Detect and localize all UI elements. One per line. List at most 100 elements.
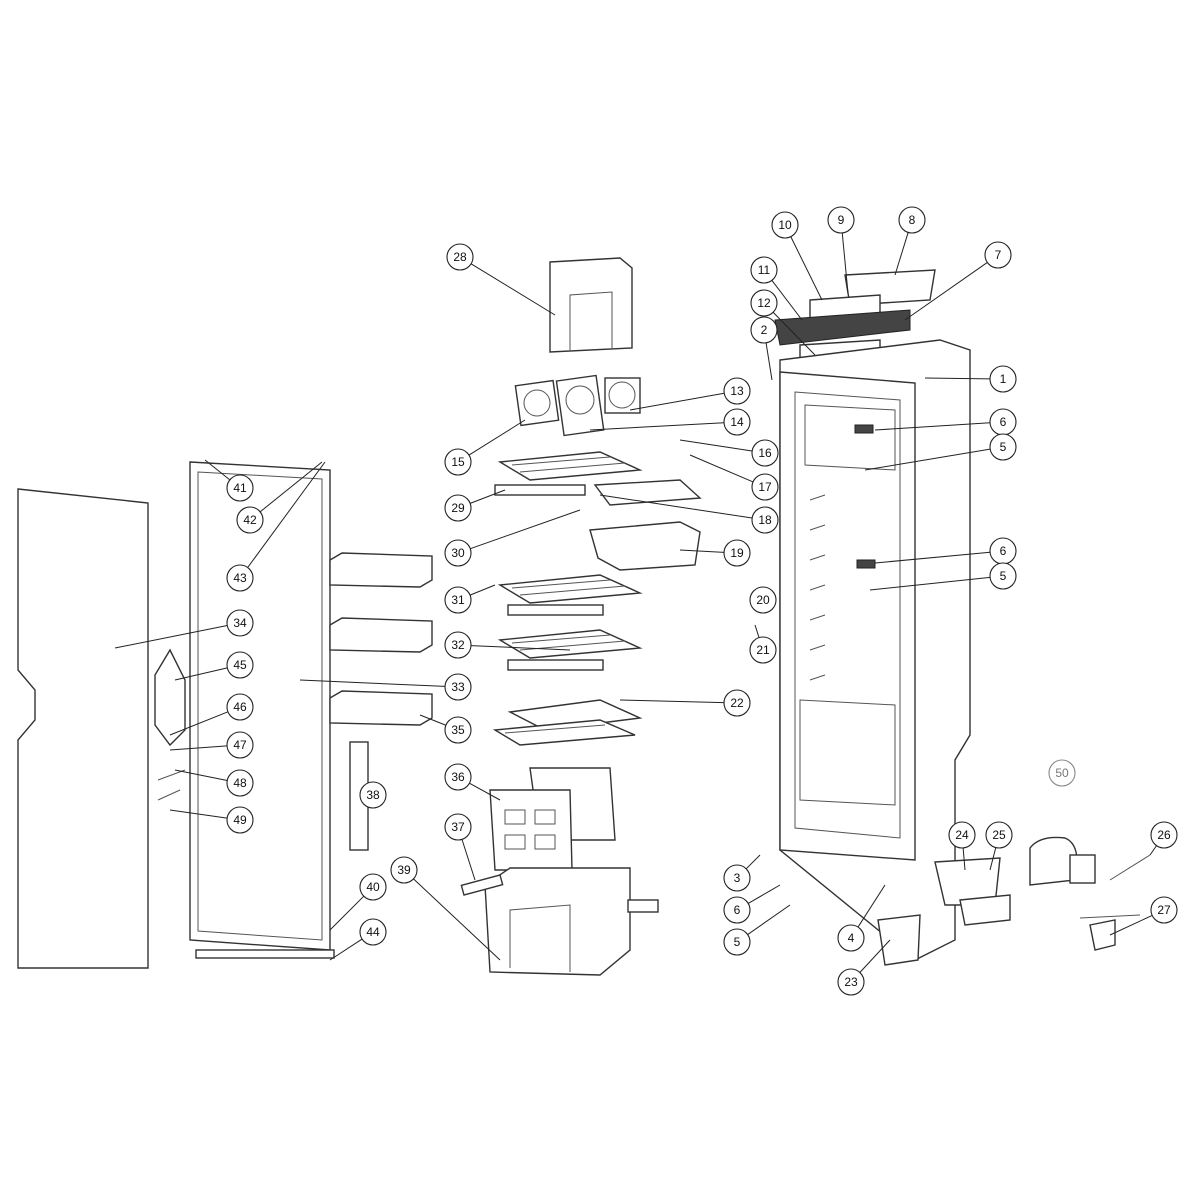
- callout-number: 47: [233, 738, 247, 752]
- fan-cover: [549, 257, 633, 353]
- callout-number: 7: [995, 248, 1002, 262]
- callout-16: 16: [751, 439, 779, 467]
- callout-circle: [723, 408, 751, 436]
- callout-circle: [1150, 896, 1178, 924]
- leader-line-35: [419, 714, 447, 726]
- callout-6: 6: [989, 408, 1017, 436]
- callout-29: 29: [444, 494, 472, 522]
- leader-line-22: [619, 699, 725, 704]
- leader-line-39: [413, 878, 501, 961]
- callout-number: 43: [233, 571, 247, 585]
- callout-number: 33: [451, 680, 465, 694]
- leader-line-17: [689, 454, 754, 483]
- callout-number: 6: [1000, 415, 1007, 429]
- callout-circle: [749, 586, 777, 614]
- callout-number: 6: [1000, 544, 1007, 558]
- callout-15: 15: [444, 448, 472, 476]
- callout-32: 32: [444, 631, 472, 659]
- callout-31: 31: [444, 586, 472, 614]
- callout-49: 49: [226, 806, 254, 834]
- callout-number: 37: [451, 820, 465, 834]
- crisper-drawer: [589, 479, 702, 571]
- callout-number: 14: [730, 415, 744, 429]
- callout-number: 27: [1157, 903, 1171, 917]
- callout-circle: [751, 473, 779, 501]
- leader-line-15: [468, 419, 526, 456]
- callout-number: 12: [757, 296, 771, 310]
- leader-line-16: [679, 439, 753, 452]
- leader-line-9: [841, 232, 849, 294]
- callout-34: 34: [226, 609, 254, 637]
- callout-circle: [723, 896, 751, 924]
- leader-line-42: [259, 461, 323, 513]
- callout-circle: [750, 316, 778, 344]
- callout-circle: [359, 918, 387, 946]
- callout-50: 50: [1048, 759, 1076, 787]
- callout-circle: [1048, 759, 1076, 787]
- callout-number: 22: [730, 696, 744, 710]
- callout-number: 5: [1000, 569, 1007, 583]
- leader-line-34: [114, 625, 228, 649]
- callout-circle: [948, 821, 976, 849]
- leader-line-4: [857, 884, 886, 928]
- leader-line-31: [469, 584, 496, 596]
- callout-5: 5: [989, 433, 1017, 461]
- callout-circle: [837, 924, 865, 952]
- callout-circle: [984, 241, 1012, 269]
- callout-circle: [446, 243, 474, 271]
- callout-circle: [236, 506, 264, 534]
- callout-number: 28: [453, 250, 467, 264]
- callout-circle: [359, 781, 387, 809]
- callout-number: 19: [730, 546, 744, 560]
- callout-6: 6: [723, 896, 751, 924]
- callout-circle: [989, 433, 1017, 461]
- door-inner-frame: [189, 461, 335, 959]
- callout-2: 2: [750, 316, 778, 344]
- callout-13: 13: [723, 377, 751, 405]
- callout-number: 50: [1055, 766, 1069, 780]
- leader-line-24: [962, 847, 966, 871]
- callout-number: 8: [909, 213, 916, 227]
- leader-line-7: [904, 262, 988, 321]
- callout-26: 26: [1150, 821, 1178, 849]
- callout-number: 39: [397, 863, 411, 877]
- callout-22: 22: [723, 689, 751, 717]
- callout-number: 29: [451, 501, 465, 515]
- leader-line-6: [874, 551, 991, 564]
- handle-45: [154, 648, 186, 747]
- callout-19: 19: [723, 539, 751, 567]
- callout-number: 46: [233, 700, 247, 714]
- callout-number: 17: [758, 480, 772, 494]
- callout-6: 6: [989, 537, 1017, 565]
- callout-41: 41: [226, 474, 254, 502]
- callout-circle: [723, 689, 751, 717]
- door-bins: [329, 552, 433, 726]
- leader-line-23: [859, 939, 891, 973]
- callout-number: 9: [838, 213, 845, 227]
- leader-line-28: [470, 263, 556, 316]
- callout-circle: [226, 769, 254, 797]
- door-outer-panel: [17, 488, 149, 969]
- callout-circle: [723, 928, 751, 956]
- leader-line-45: [174, 667, 228, 681]
- callout-45: 45: [226, 651, 254, 679]
- callout-number: 23: [844, 975, 858, 989]
- callout-number: 5: [734, 935, 741, 949]
- callout-number: 35: [451, 723, 465, 737]
- cabinet: [779, 339, 971, 961]
- shelves: [492, 451, 643, 746]
- leader-line-14: [589, 422, 725, 431]
- leader-line-5: [864, 448, 991, 471]
- leader-line-40: [329, 895, 365, 931]
- callout-5: 5: [989, 562, 1017, 590]
- callout-circle: [226, 564, 254, 592]
- leader-line-1: [924, 377, 991, 380]
- leader-line-5: [869, 576, 991, 591]
- callout-number: 32: [451, 638, 465, 652]
- leader-line-6: [747, 884, 781, 904]
- callout-circle: [444, 494, 472, 522]
- leader-line-48: [174, 769, 228, 781]
- fans: [514, 374, 641, 437]
- callout-circle: [751, 439, 779, 467]
- leader-line-2: [765, 342, 773, 381]
